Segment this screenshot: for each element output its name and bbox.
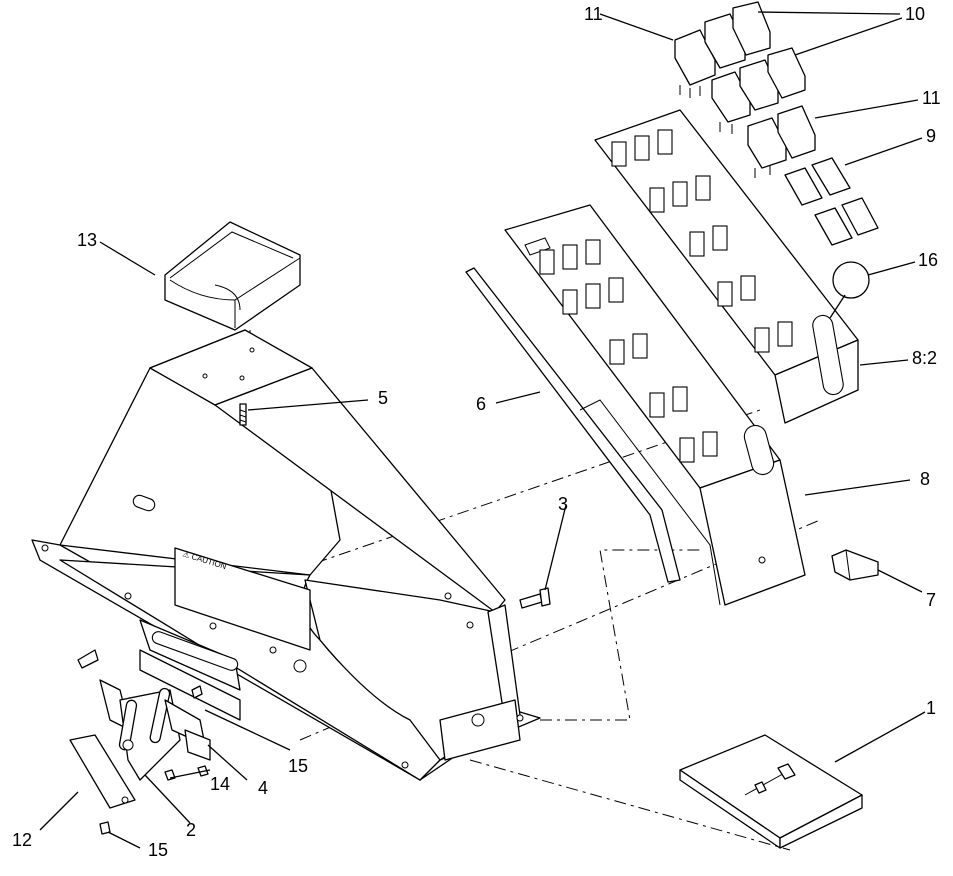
leader-lines bbox=[39, 11, 926, 849]
callout-16: 16 bbox=[918, 250, 938, 270]
callout-2: 2 bbox=[186, 820, 196, 840]
mounting-block-1 bbox=[679, 734, 863, 849]
callout-3: 3 bbox=[558, 494, 568, 514]
callout-15-middle: 15 bbox=[288, 756, 308, 776]
callout-15-bottom: 15 bbox=[148, 840, 168, 860]
callout-10: 10 bbox=[905, 4, 925, 24]
callout-9: 9 bbox=[926, 126, 936, 146]
callout-8: 8 bbox=[920, 469, 930, 489]
callout-13: 13 bbox=[77, 230, 97, 250]
control-panel-8-2 bbox=[594, 109, 859, 424]
callout-5: 5 bbox=[378, 388, 388, 408]
callout-labels: 11 10 11 9 16 8:2 8 7 1 13 5 6 3 15 4 14… bbox=[12, 4, 941, 860]
switch-row-top bbox=[674, 1, 771, 98]
rocker-switches bbox=[674, 1, 816, 178]
callout-4: 4 bbox=[258, 778, 268, 798]
switch-blanks-9 bbox=[784, 157, 879, 246]
panel-8-2-windows bbox=[611, 129, 793, 353]
switch-row-middle bbox=[711, 47, 806, 134]
bolt-3 bbox=[519, 587, 551, 609]
callout-14: 14 bbox=[210, 774, 230, 794]
switch-row-bottom bbox=[747, 105, 816, 178]
control-panel-8 bbox=[504, 204, 806, 606]
console-housing: ⚠ CAUTION bbox=[31, 329, 541, 781]
callout-8-2: 8:2 bbox=[912, 348, 937, 368]
callout-6: 6 bbox=[476, 394, 486, 414]
callout-7: 7 bbox=[926, 590, 936, 610]
rubber-seal-6 bbox=[465, 267, 681, 583]
callout-12: 12 bbox=[12, 830, 32, 850]
callout-1: 1 bbox=[926, 698, 936, 718]
callout-11-middle: 11 bbox=[922, 88, 941, 108]
screw-5 bbox=[239, 403, 247, 426]
key-switch-7 bbox=[831, 549, 879, 581]
knob-cap bbox=[164, 221, 301, 331]
callout-11-top: 11 bbox=[584, 4, 603, 24]
panel-8-windows bbox=[539, 239, 718, 463]
knob-ball-16 bbox=[832, 261, 870, 299]
